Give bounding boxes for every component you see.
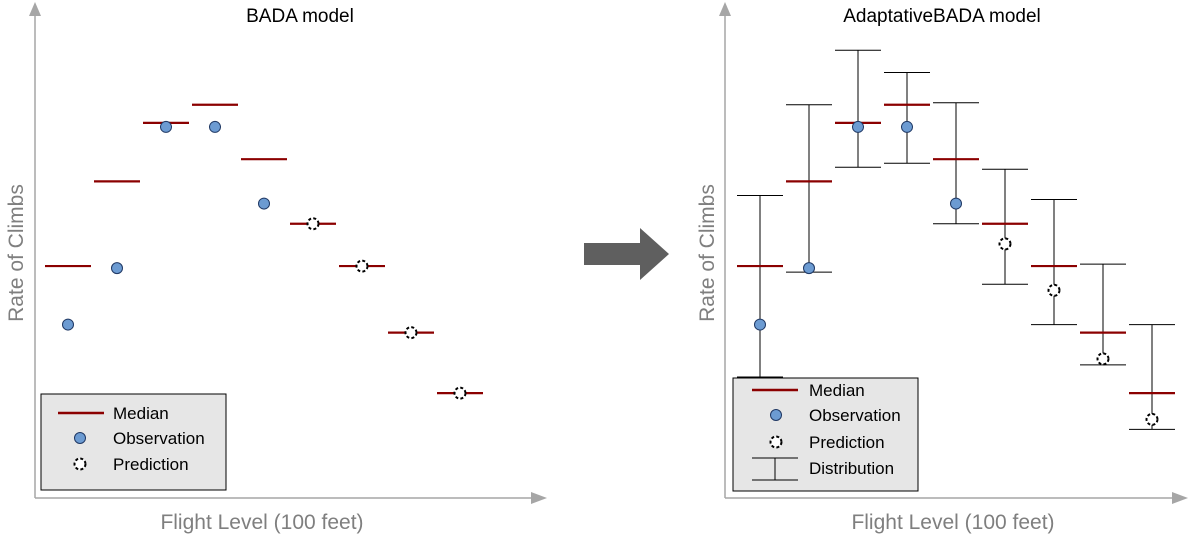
left-legend: Median Observation Prediction xyxy=(40,393,227,491)
transition-arrow-icon xyxy=(584,228,669,280)
left-observation-point xyxy=(258,197,270,210)
left-y-axis-label: Rate of Climbs xyxy=(5,184,28,322)
right-observation-point xyxy=(803,262,815,275)
left-y-axis-arrow-icon xyxy=(29,2,41,16)
left-observation-point xyxy=(111,262,123,275)
right-observation-point xyxy=(754,318,766,331)
right-observation-point xyxy=(852,120,864,133)
right-plot-marks xyxy=(737,49,1175,430)
right-y-axis-label: Rate of Climbs xyxy=(696,184,719,322)
right-x-axis-arrow-icon xyxy=(1172,492,1188,504)
left-panel: BADA model Flight Level (100 feet) Rate … xyxy=(5,2,547,534)
right-legend-prediction-label: Prediction xyxy=(809,433,885,452)
right-legend-prediction-swatch xyxy=(769,435,783,449)
left-legend-prediction-swatch xyxy=(73,457,87,471)
right-legend: Median Observation Prediction Distributi… xyxy=(732,377,919,492)
right-legend-median-label: Median xyxy=(809,381,865,400)
left-prediction-point xyxy=(306,217,320,231)
left-x-axis-arrow-icon xyxy=(531,492,547,504)
left-observation-point xyxy=(62,318,74,331)
right-x-axis-label: Flight Level (100 feet) xyxy=(851,511,1054,534)
right-observation-point xyxy=(950,197,962,210)
left-panel-title: BADA model xyxy=(246,6,354,27)
right-y-axis-arrow-icon xyxy=(719,2,731,16)
right-legend-distribution-label: Distribution xyxy=(809,459,894,478)
left-legend-observation-swatch xyxy=(74,432,86,444)
right-legend-observation-label: Observation xyxy=(809,406,901,425)
right-legend-distribution-swatch xyxy=(752,457,798,481)
right-prediction-point xyxy=(1047,283,1061,297)
left-legend-box xyxy=(40,393,227,491)
right-panel: AdaptativeBADA model Flight Level (100 f… xyxy=(696,2,1188,534)
left-prediction-point xyxy=(404,326,418,340)
left-legend-median-label: Median xyxy=(113,404,169,423)
left-prediction-point xyxy=(355,259,369,273)
right-prediction-point xyxy=(1145,412,1159,426)
left-observation-point xyxy=(160,120,172,133)
left-observation-point xyxy=(209,120,221,133)
left-plot-marks xyxy=(45,103,483,400)
right-observation-point xyxy=(901,120,913,133)
right-prediction-point xyxy=(1096,352,1110,366)
left-legend-observation-label: Observation xyxy=(113,429,205,448)
right-legend-observation-swatch xyxy=(770,409,782,421)
left-prediction-point xyxy=(453,386,467,400)
right-panel-title: AdaptativeBADA model xyxy=(843,6,1041,27)
left-x-axis-label: Flight Level (100 feet) xyxy=(160,511,363,534)
right-legend-box xyxy=(732,377,919,492)
right-prediction-point xyxy=(998,237,1012,251)
left-legend-prediction-label: Prediction xyxy=(113,455,189,474)
